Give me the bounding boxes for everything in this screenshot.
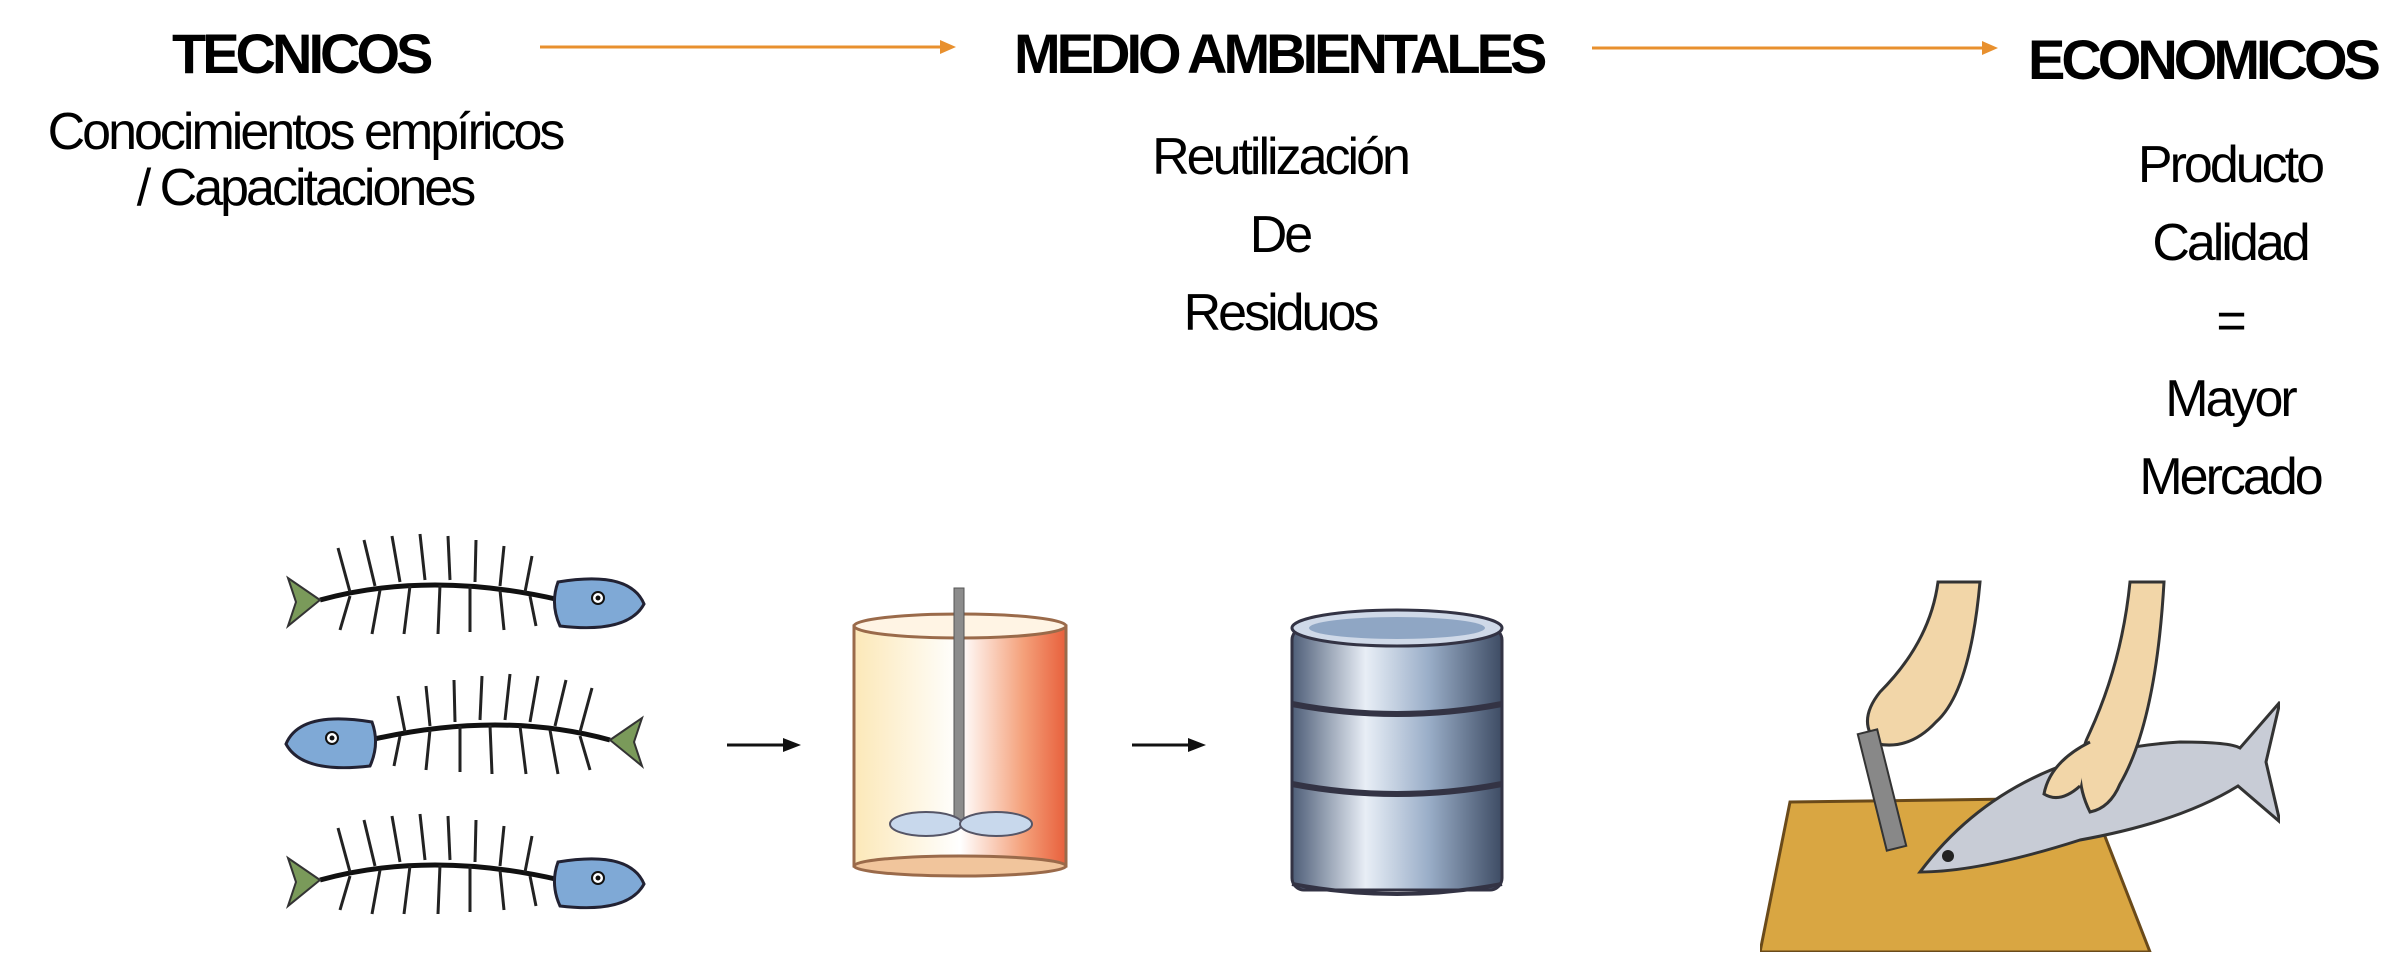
flow-arrow-1 — [540, 40, 956, 54]
text-line: = — [2216, 292, 2246, 350]
text-medio-ambientales: Reutilización De Residuos — [1080, 118, 1480, 352]
process-arrow-icon — [1132, 738, 1206, 752]
heading-tecnicos: TECNICOS — [172, 22, 433, 85]
text-line: Mercado — [2139, 448, 2323, 506]
barrel-icon — [1290, 608, 1504, 896]
text-line: Mayor — [2165, 370, 2297, 428]
flow-arrow-2 — [1592, 41, 1998, 55]
text-line: De — [1249, 206, 1313, 264]
text-line: Reutilización — [1152, 128, 1411, 186]
heading-economicos: ECONOMICOS — [2028, 28, 2381, 91]
text-economicos: Producto Calidad = Mayor Mercado — [2080, 126, 2380, 516]
heading-medio-ambientales: MEDIO AMBIENTALES — [1014, 22, 1547, 85]
mixing-tank-icon — [852, 587, 1068, 878]
process-arrow-icon — [727, 738, 801, 752]
text-line: / Capacitaciones — [136, 159, 476, 217]
cutting-fish-icon — [1760, 580, 2280, 952]
text-line: Calidad — [2152, 214, 2310, 272]
text-tecnicos: Conocimientos empíricos / Capacitaciones — [0, 104, 610, 216]
text-line: Residuos — [1183, 284, 1380, 342]
text-line: Producto — [2137, 136, 2325, 194]
text-line: Conocimientos empíricos — [47, 103, 566, 161]
fish-skeleton-icon — [280, 530, 650, 950]
